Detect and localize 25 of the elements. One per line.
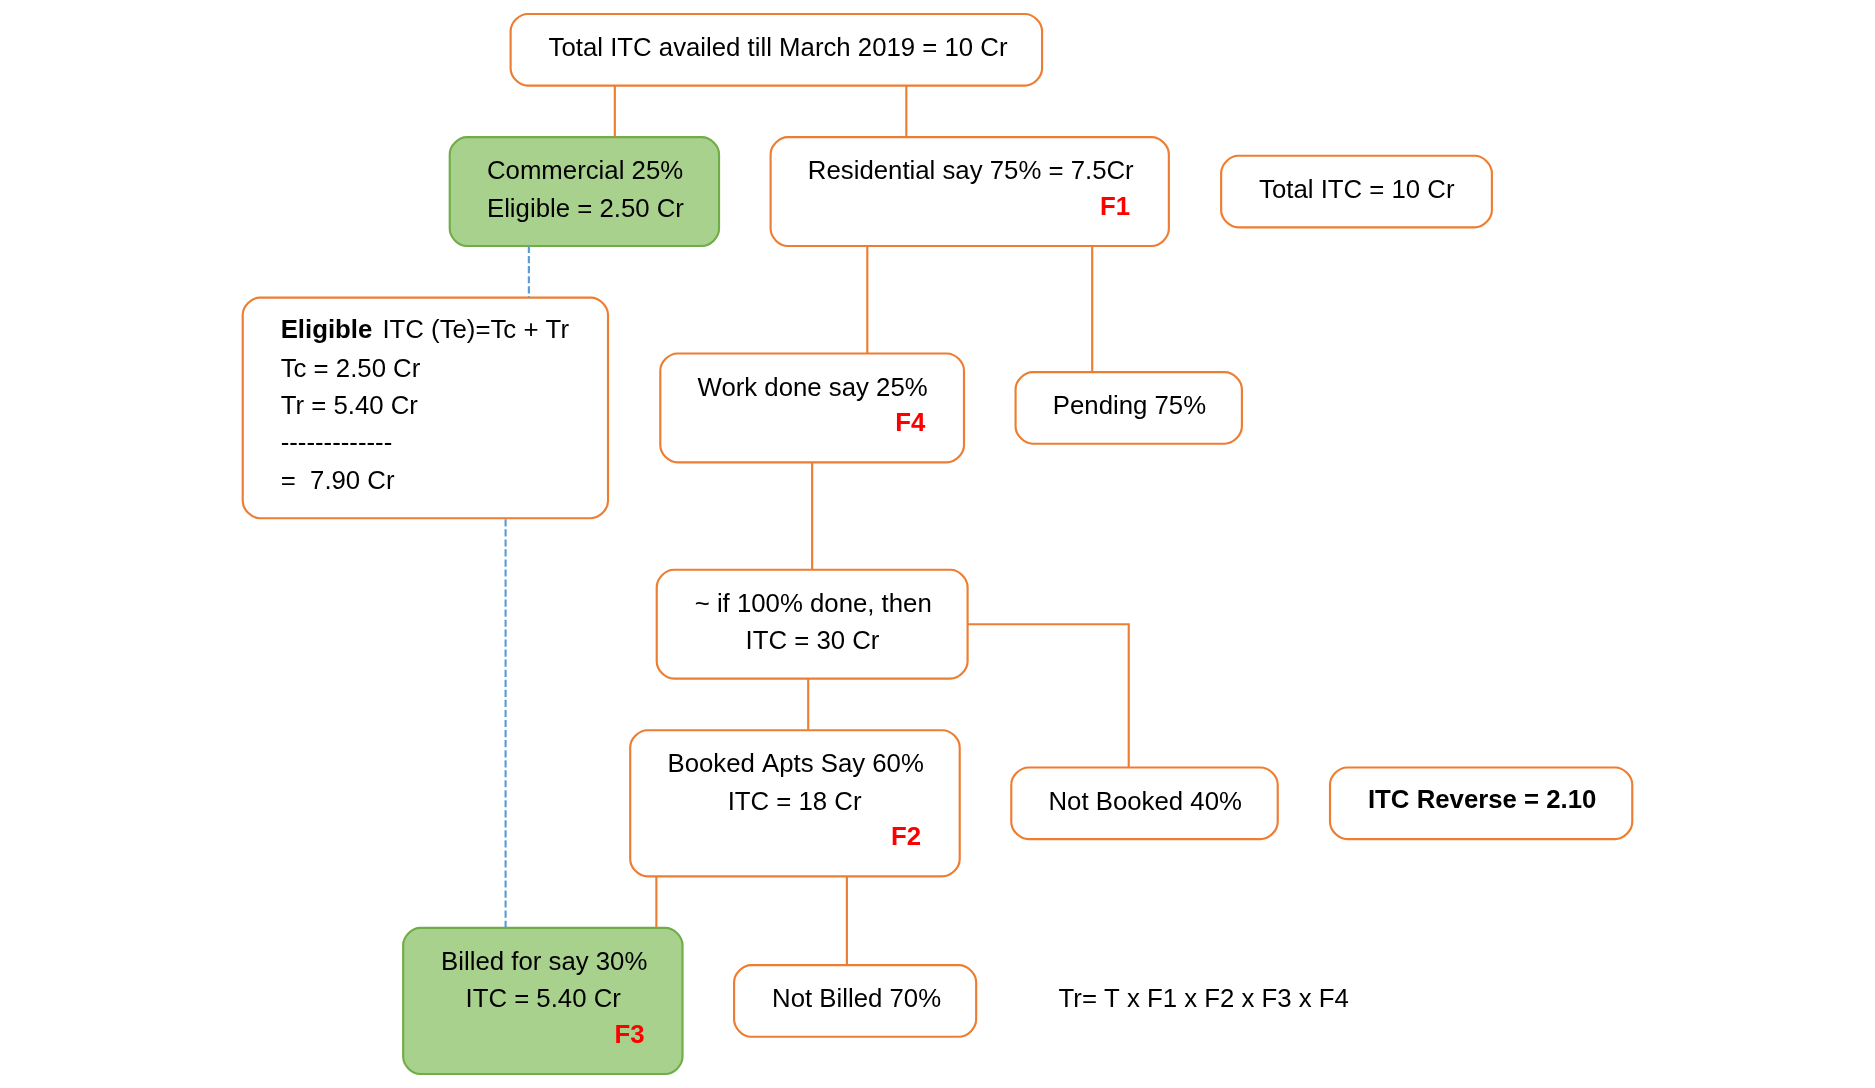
connector [613, 85, 616, 137]
connector [1091, 246, 1094, 372]
connector [905, 85, 908, 137]
node-box: Commercial 25% Eligible = 2.50 Cr [448, 136, 721, 248]
node-box: Residential say 75% = 7.5Cr F1 [769, 136, 1170, 248]
node-box: ITC Reverse = 2.10 [1328, 766, 1634, 841]
node-box: Pending 75% [1014, 371, 1243, 445]
node-box: Total ITC availed till March 2019 = 10 Cr [509, 12, 1044, 87]
connector [807, 678, 810, 730]
node-box: Eligible ITC (Te)=Tc + Tr Tc = 2.50 Cr Tr = 5.40 Cr ------------- = 7.90 Cr [241, 296, 610, 520]
node-box: Total ITC = 10 Cr [1220, 154, 1493, 229]
connector [866, 246, 869, 354]
node-box: Not Booked 40% [1010, 766, 1279, 841]
connector [655, 876, 658, 928]
connector [527, 246, 530, 298]
node-box: Work done say 25% F4 [659, 352, 966, 464]
label: Tr= T x F1 x F2 x F3 x F4 [1058, 984, 1349, 1013]
connector [811, 462, 814, 570]
connector [967, 623, 1130, 768]
node-box: Not Billed 70% [733, 964, 978, 1038]
connector [504, 518, 507, 928]
node-box: Booked Apts Say 60% ITC = 18 Cr F2 [629, 729, 961, 878]
node-box: Billed for say 30% ITC = 5.40 Cr F3 [402, 926, 684, 1076]
connector [845, 876, 848, 965]
node-box: ~ if 100% done, then ITC = 30 Cr [655, 568, 969, 680]
